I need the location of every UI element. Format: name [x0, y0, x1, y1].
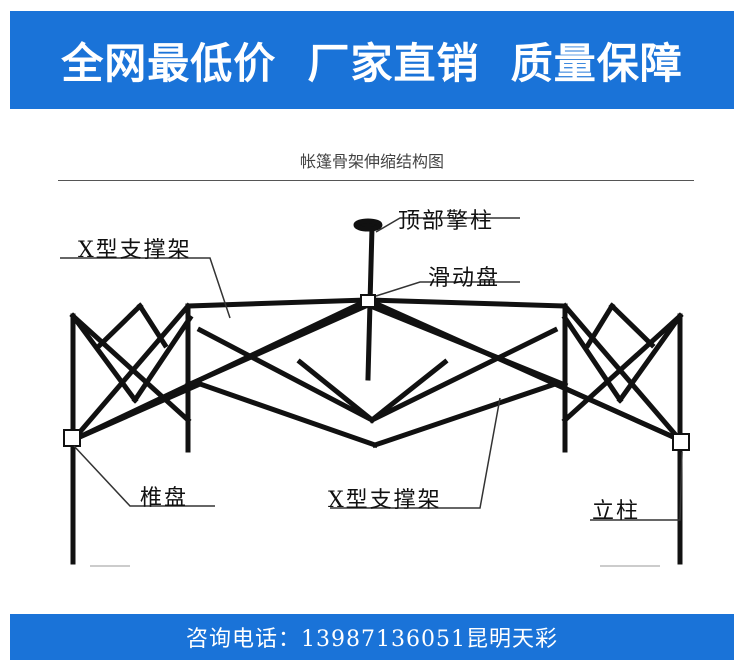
top-cap [353, 218, 383, 232]
label-cone-disc: 椎盘 [140, 486, 189, 511]
front-zz-3 [371, 380, 559, 449]
leader-top-pole [375, 217, 520, 233]
front-zz-4 [551, 380, 684, 444]
contact-bar: 咨询电话：13987136051昆明天彩 [10, 614, 734, 660]
front-zz-2 [196, 380, 379, 449]
diagram-title: 帐篷骨架伸缩结构图 [299, 152, 444, 171]
inner-right-1 [364, 301, 569, 389]
x-brace-left-d [136, 302, 169, 349]
inner-left-2 [196, 326, 376, 424]
title-divider [58, 180, 694, 181]
cone-disc-right [672, 433, 690, 451]
zz-right-2 [561, 314, 624, 404]
banner-slogan: 全网最低价 厂家直销 质量保障 [61, 38, 683, 88]
zz-right-1 [616, 312, 684, 404]
leader-cone-disc [73, 445, 215, 507]
label-slide-disc: 滑动盘 [428, 266, 501, 291]
cone-disc-left [63, 429, 81, 447]
leader-x-brace-bottom [330, 397, 501, 509]
leader-lines [60, 217, 683, 521]
inner-right-2 [368, 326, 559, 424]
x-brace-left-b [69, 302, 192, 444]
contact-text: 咨询电话：13987136051昆明天彩 [186, 627, 558, 652]
leader-x-brace-top [60, 257, 231, 319]
tent-frame [69, 218, 684, 565]
rafter-back-left [185, 297, 371, 309]
label-upright: 立柱 [592, 499, 641, 524]
x-brace-right-d [584, 302, 616, 349]
label-x-brace-top: X型支撑架 [78, 238, 192, 263]
label-x-brace-bottom: X型支撑架 [328, 488, 442, 513]
rafter-back-right [365, 297, 568, 309]
label-top-pole: 顶部擎柱 [398, 209, 495, 234]
leader-upright [590, 451, 683, 521]
front-zz-1 [69, 380, 204, 444]
x-brace-right-a [561, 312, 684, 424]
top-banner: 全网最低价 厂家直销 质量保障 [10, 11, 734, 109]
x-brace-left-a [69, 312, 192, 424]
inner-center-r [368, 358, 449, 424]
inner-center-l [296, 358, 376, 424]
slide-disc [360, 294, 376, 308]
zz-left-2 [131, 314, 194, 404]
zz-left-1 [69, 312, 139, 404]
inner-left-1 [184, 301, 372, 389]
x-brace-right-b [561, 302, 684, 444]
x-brace-left-c [96, 302, 144, 349]
x-brace-right-c [608, 302, 656, 349]
leader-slide-disc [375, 281, 520, 297]
